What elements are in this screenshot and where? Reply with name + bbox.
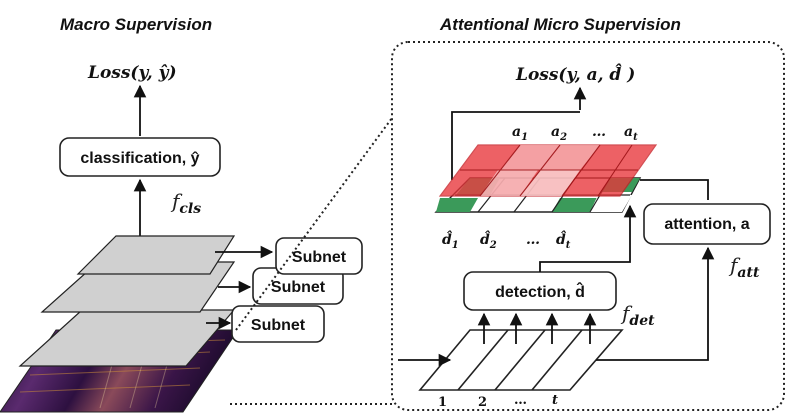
macro-loss-label: Loss(y, ŷ) bbox=[87, 63, 177, 83]
svg-text:at: at bbox=[624, 124, 638, 143]
micro-heading: Attentional Micro Supervision bbox=[439, 15, 681, 34]
grid-top-connector bbox=[451, 111, 580, 180]
attention-feedback-line bbox=[640, 179, 709, 200]
svg-text:a2: a2 bbox=[551, 124, 567, 143]
attention-grid bbox=[438, 144, 658, 197]
segment-number-labels: 1 2 … t bbox=[438, 393, 558, 410]
subnet-label-3: Subnet bbox=[251, 317, 306, 334]
svg-text:2: 2 bbox=[478, 395, 487, 410]
segment-sequence bbox=[418, 329, 624, 391]
macro-heading: Macro Supervision bbox=[60, 15, 212, 34]
f-det-label: fdet bbox=[620, 301, 655, 329]
detection-to-grid-arrow bbox=[539, 204, 637, 272]
segments-to-attention-arrow bbox=[596, 246, 715, 361]
svg-text:t: t bbox=[552, 393, 558, 408]
detection-output-labels: d̂1 d̂2 … d̂t bbox=[442, 229, 571, 251]
micro-loss-label: Loss(y, a, d̂ ) bbox=[515, 64, 635, 85]
svg-text:1: 1 bbox=[438, 395, 447, 410]
svg-text:…: … bbox=[514, 393, 527, 408]
attention-box bbox=[643, 203, 771, 245]
zoom-line-top bbox=[235, 117, 393, 331]
classification-label: classification, ŷ bbox=[80, 150, 199, 167]
subnet-label-2: Subnet bbox=[271, 279, 326, 296]
svg-text:d̂t: d̂t bbox=[556, 229, 571, 251]
svg-text:d̂1: d̂1 bbox=[442, 229, 459, 251]
f-att-label: fatt bbox=[728, 253, 760, 281]
svg-text:…: … bbox=[592, 124, 606, 140]
attention-label: attention, a bbox=[664, 216, 749, 233]
detection-label: detection, d̂ bbox=[495, 281, 585, 301]
feature-layer-1 bbox=[76, 235, 236, 275]
subnet-box-1 bbox=[275, 237, 363, 275]
f-cls-label: fcls bbox=[170, 189, 201, 217]
segments-to-detection-arrows bbox=[477, 312, 597, 344]
micro-panel bbox=[391, 41, 785, 411]
subnet-box-3 bbox=[231, 305, 325, 343]
attention-weight-labels: a1 a2 … at bbox=[512, 124, 638, 143]
svg-text:a1: a1 bbox=[512, 124, 528, 143]
svg-text:d̂2: d̂2 bbox=[480, 229, 497, 251]
svg-text:…: … bbox=[526, 232, 540, 248]
classification-box bbox=[59, 137, 221, 177]
subnet-label-1: Subnet bbox=[292, 249, 347, 266]
